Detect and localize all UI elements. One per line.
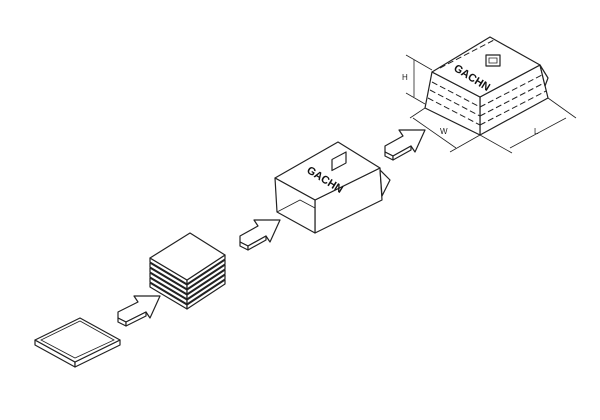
- dimension-height: H: [402, 54, 433, 105]
- logo-icon: [485, 54, 501, 67]
- arrow-3: [384, 129, 426, 161]
- sheet-stack: [149, 232, 226, 310]
- dimension-width: W: [409, 107, 481, 153]
- arrow-1: [117, 295, 161, 327]
- single-sheet: [34, 317, 121, 368]
- dimension-length: L: [479, 97, 577, 154]
- sheet-layer: [186, 259, 226, 290]
- sheet-layer: [149, 232, 226, 281]
- arrow-2: [239, 219, 281, 251]
- logo-icon: [331, 151, 347, 172]
- width-label: W: [440, 127, 448, 136]
- sheet-layer: [186, 269, 226, 300]
- height-label: H: [402, 73, 408, 82]
- sheet-layer: [186, 279, 226, 310]
- length-label: L: [534, 127, 539, 136]
- packed-bundle: GACHN: [424, 36, 549, 136]
- carton-box: GACHN: [274, 141, 391, 234]
- sheet-layer: [186, 274, 226, 305]
- sheet-layer: [186, 264, 226, 295]
